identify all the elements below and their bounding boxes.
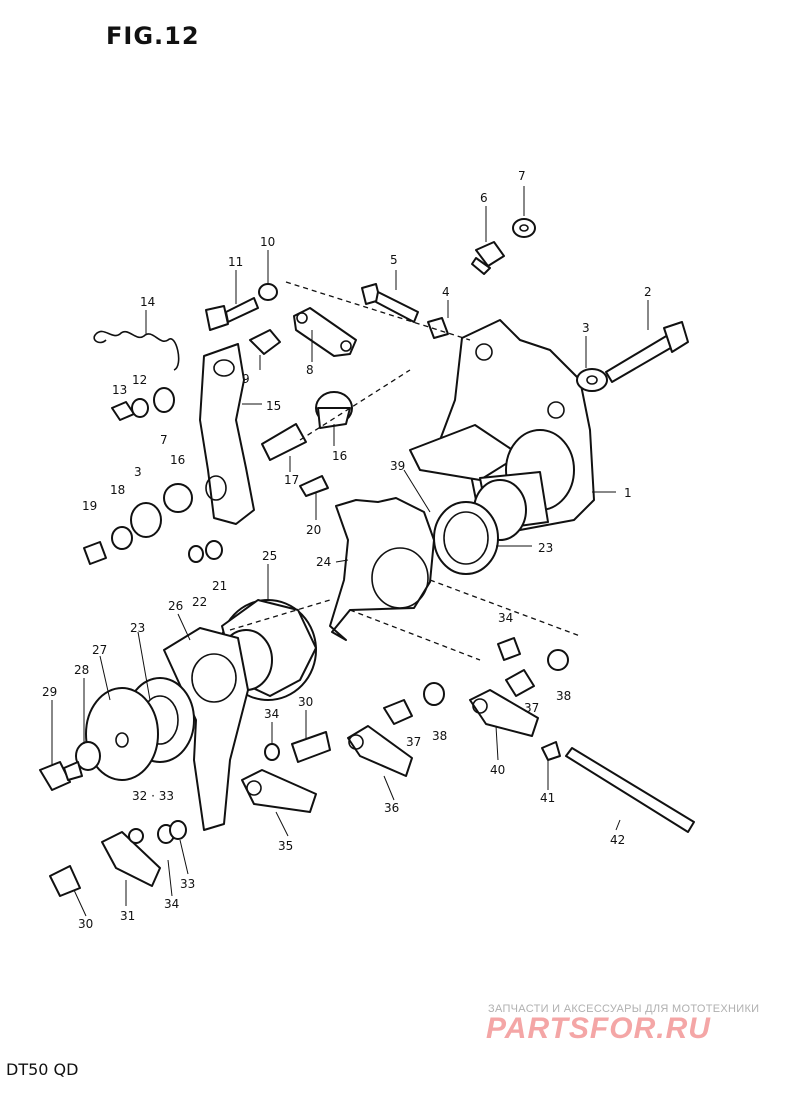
callout-27: 27: [92, 643, 107, 657]
bracket-part: [409, 319, 595, 541]
lever-15: [199, 343, 255, 525]
callout-23: 23: [538, 541, 553, 555]
model-label: DT50 QD: [6, 1060, 79, 1079]
callout-37: 37: [524, 701, 539, 715]
callout-16: 16: [332, 449, 347, 463]
callout-38: 38: [556, 689, 571, 703]
callout-7: 7: [518, 169, 526, 183]
callout-29: 29: [42, 685, 57, 699]
callout-13: 13: [112, 383, 127, 397]
callout-3: 3: [582, 321, 590, 335]
callout-15: 15: [266, 399, 281, 413]
callout-36: 36: [384, 801, 399, 815]
callout-34: 34: [164, 897, 179, 911]
callout-25: 25: [262, 549, 277, 563]
callout-9: 9: [242, 372, 250, 386]
leader-lines: [51, 186, 649, 917]
callout-4: 4: [442, 285, 450, 299]
callout-30: 30: [298, 695, 313, 709]
watermark-logo: PARTSFOR.RU: [486, 1012, 711, 1045]
callout-42: 42: [610, 833, 625, 847]
small-parts-upper-left: [111, 329, 281, 421]
callout-34: 34: [264, 707, 279, 721]
callout-10: 10: [260, 235, 275, 249]
callout-2: 2: [644, 285, 652, 299]
callout-7: 7: [160, 433, 168, 447]
callout-16: 16: [170, 453, 185, 467]
callout-14: 14: [140, 295, 155, 309]
callout-5: 5: [390, 253, 398, 267]
watermark-caption: ЗАПЧАСТИ И АКСЕССУАРЫ ДЛЯ МОТОТЕХНИКИ: [488, 1003, 760, 1015]
disc-27: [39, 677, 195, 791]
spring-14: [93, 330, 180, 371]
callout-39: 39: [390, 459, 405, 473]
plate-24: [329, 497, 499, 641]
assembly-lines: [229, 281, 581, 661]
callout-24: 24: [316, 555, 331, 569]
lower-linkage: [49, 725, 413, 897]
washers-left: [83, 483, 223, 565]
callout-20: 20: [306, 523, 321, 537]
callout-32-33: 32 · 33: [132, 789, 174, 803]
callout-28: 28: [74, 663, 89, 677]
callout-31: 31: [120, 909, 135, 923]
callout-38: 38: [432, 729, 447, 743]
callout-33: 33: [180, 877, 195, 891]
right-linkage: [383, 637, 695, 833]
callout-8: 8: [306, 363, 314, 377]
callout-1: 1: [624, 486, 632, 500]
callout-6: 6: [480, 191, 488, 205]
callout-numbers: 1 2 3 3 3 4 5 6 7 7 8 9 10 11 12 13 14 1…: [42, 169, 652, 931]
callout-22: 22: [192, 595, 207, 609]
callout-30: 30: [78, 917, 93, 931]
callout-40: 40: [490, 763, 505, 777]
callout-3: 3: [134, 465, 142, 479]
callout-18: 18: [110, 483, 125, 497]
callout-19: 19: [82, 499, 97, 513]
callout-37: 37: [406, 735, 421, 749]
bolt-2: [576, 321, 689, 392]
bolt-11: [205, 283, 278, 331]
callout-21: 21: [212, 579, 227, 593]
callout-41: 41: [540, 791, 555, 805]
callout-23: 23: [130, 621, 145, 635]
callout-26: 26: [168, 599, 183, 613]
callout-12: 12: [132, 373, 147, 387]
screw-6: [471, 218, 536, 275]
callout-34: 34: [498, 611, 513, 625]
link-8: [293, 307, 357, 357]
callout-11: 11: [228, 255, 243, 269]
bolt-5: [361, 283, 449, 339]
plate-26: [163, 627, 249, 831]
callout-35: 35: [278, 839, 293, 853]
callout-17: 17: [284, 473, 299, 487]
figure-title: FIG.12: [106, 22, 200, 50]
